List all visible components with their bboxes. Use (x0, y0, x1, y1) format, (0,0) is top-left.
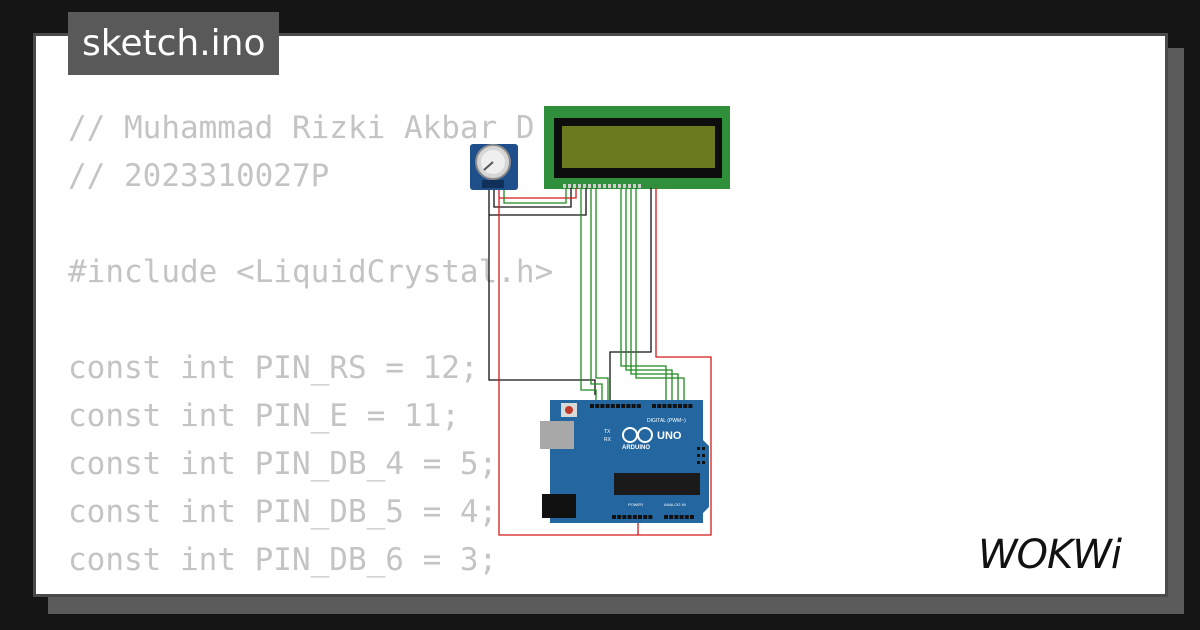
code-line: const int PIN_DB_5 = 4; (68, 494, 498, 530)
uno-label: UNO (657, 430, 682, 442)
lcd-pin (563, 184, 566, 188)
lcd-pin (573, 184, 576, 188)
digital-pin (595, 404, 600, 408)
analog-label: ANALOG IN (664, 502, 686, 507)
analog-pin (664, 515, 668, 519)
digital-pin (667, 404, 672, 408)
digital-pin (688, 404, 693, 408)
rx-label: RX (604, 437, 612, 443)
power-pin (622, 515, 627, 519)
digital-label: DIGITAL (PWM~) (647, 418, 686, 424)
lcd-pin (623, 184, 626, 188)
lcd-pin (588, 184, 591, 188)
power-pin (648, 515, 653, 519)
lcd-pin (583, 184, 586, 188)
digital-pin (662, 404, 667, 408)
filename-tab[interactable]: sketch.ino (68, 12, 280, 75)
analog-pin (679, 515, 684, 519)
digital-pin (631, 404, 636, 408)
wire-signal[interactable] (503, 188, 685, 404)
wokwi-logo-text: WOKWi (978, 532, 1122, 578)
digital-pin (652, 404, 656, 408)
arduino-logo-icon (622, 427, 653, 443)
reset-button[interactable] (565, 406, 573, 414)
power-pin (632, 515, 637, 519)
digital-pin (626, 404, 631, 408)
wire-ground[interactable] (488, 188, 652, 405)
lcd-display[interactable] (544, 106, 730, 189)
icsp-pin (697, 447, 700, 450)
digital-pin (590, 404, 594, 408)
code-line: const int PIN_DB_6 = 3; (68, 542, 498, 578)
digital-pin (672, 404, 677, 408)
power-pin (643, 515, 648, 519)
digital-pin (683, 404, 688, 408)
potentiometer[interactable] (470, 144, 518, 190)
lcd-pin (598, 184, 601, 188)
code-preview: // Muhammad Rizki Akbar D // 2023310027P #… (68, 104, 554, 594)
lcd-pin (608, 184, 611, 188)
analog-pin (669, 515, 674, 519)
digital-pin (605, 404, 610, 408)
power-label: POWER (628, 502, 643, 507)
icsp-pin (697, 454, 700, 457)
lcd-pin (593, 184, 596, 188)
power-pin (627, 515, 632, 519)
microcontroller-chip (614, 473, 700, 495)
digital-pin (678, 404, 682, 408)
lcd-pin (618, 184, 621, 188)
lcd-pin (578, 184, 581, 188)
digital-pin (616, 404, 620, 408)
tx-label: TX (604, 429, 611, 435)
lcd-pin (568, 184, 571, 188)
arduino-label: ARDUINO (622, 445, 650, 451)
code-line: #include <LiquidCrystal.h> (68, 254, 554, 290)
digital-pin (636, 404, 641, 408)
usb-port (540, 421, 574, 449)
power-pin (638, 515, 642, 519)
lcd-pin (633, 184, 636, 188)
lcd-pin (628, 184, 631, 188)
lcd-pin (638, 184, 641, 188)
icsp-pin (697, 461, 700, 464)
icsp-pin (702, 454, 705, 457)
power-pin (612, 515, 616, 519)
analog-pin (690, 515, 694, 519)
code-line: const int PIN_E = 11; (68, 398, 460, 434)
arduino-uno-board[interactable]: UNO ARDUINO DIGITAL (PWM~) TX RX POWER A… (540, 400, 709, 523)
digital-pin (610, 404, 615, 408)
code-line: // Muhammad Rizki Akbar D (68, 110, 535, 146)
lcd-pin (613, 184, 616, 188)
analog-pin (674, 515, 679, 519)
code-line: const int PIN_DB_4 = 5; (68, 446, 498, 482)
lcd-pin-header (563, 184, 641, 188)
arduino-pin-headers (590, 404, 705, 519)
code-line: const int PIN_DB_7 = 2; (68, 584, 553, 594)
power-jack (542, 494, 576, 518)
lcd-pin (603, 184, 606, 188)
wokwi-logo[interactable]: WOKWi (978, 528, 1153, 578)
code-line: const int PIN_RS = 12; (68, 350, 479, 386)
icsp-pin (702, 461, 705, 464)
code-line: // 2023310027P (68, 158, 330, 194)
digital-pin (657, 404, 662, 408)
wires (488, 188, 712, 536)
analog-pin (684, 515, 689, 519)
digital-pin (621, 404, 626, 408)
icsp-pin (702, 447, 705, 450)
power-pin (617, 515, 622, 519)
digital-pin (600, 404, 605, 408)
